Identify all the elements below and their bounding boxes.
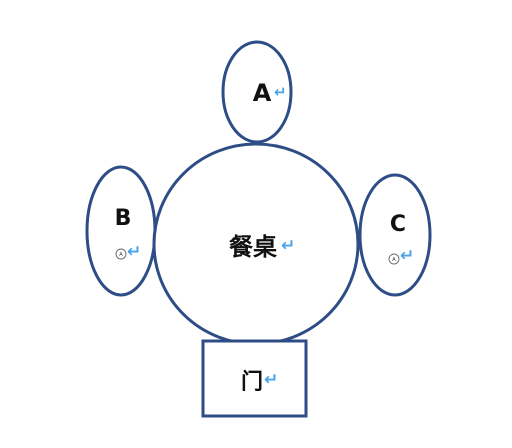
svg-text:A: A bbox=[119, 252, 123, 258]
dining-table-label: 餐桌 bbox=[229, 233, 277, 261]
seat-b-outline bbox=[85, 165, 157, 297]
seat-c-outline bbox=[358, 173, 432, 297]
anchor-icon: A bbox=[388, 253, 400, 265]
seat-a[interactable]: A ↵ bbox=[221, 40, 293, 144]
svg-text:A: A bbox=[392, 257, 396, 263]
seat-a-outline bbox=[221, 40, 293, 144]
seat-c-label: C bbox=[390, 212, 406, 237]
door-outline bbox=[201, 339, 308, 418]
return-mark-icon: ↵ bbox=[127, 242, 141, 262]
door-label: 门 bbox=[241, 369, 263, 395]
seat-b[interactable]: B A ↵ bbox=[85, 165, 157, 297]
return-mark-icon: ↵ bbox=[274, 83, 287, 101]
return-mark-icon: ↵ bbox=[400, 246, 414, 266]
dining-table[interactable]: 餐桌 ↵ bbox=[152, 142, 360, 346]
seat-b-label: B bbox=[115, 206, 132, 231]
return-mark-icon: ↵ bbox=[264, 370, 278, 390]
anchor-icon: A bbox=[115, 248, 127, 260]
door[interactable]: 门 ↵ bbox=[201, 339, 308, 418]
seat-c[interactable]: C A ↵ bbox=[358, 173, 432, 297]
return-mark-icon: ↵ bbox=[281, 236, 295, 256]
seat-a-label: A bbox=[253, 79, 272, 107]
